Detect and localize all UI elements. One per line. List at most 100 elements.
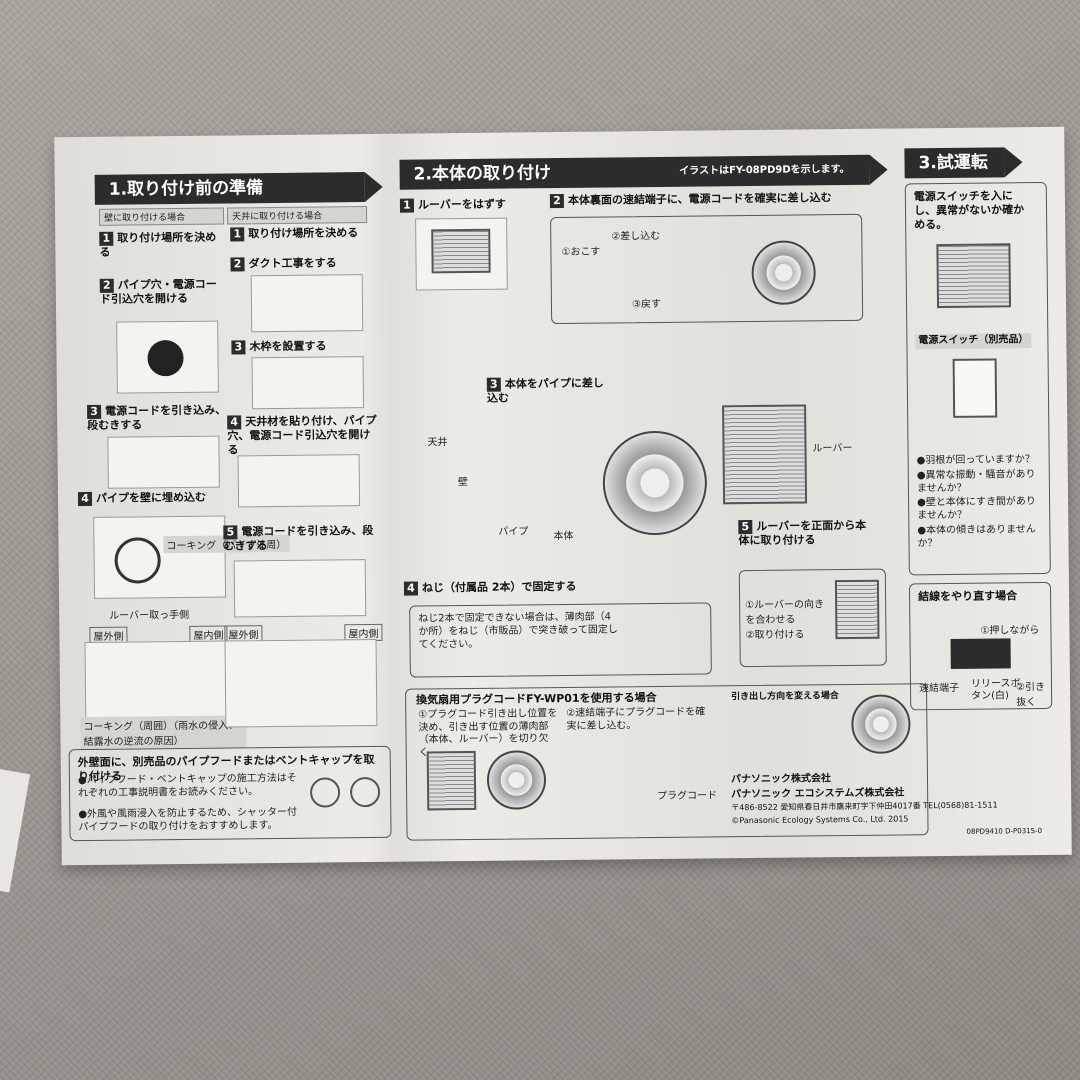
terminal-label: 速結端子 [918, 682, 960, 695]
pipe-hole-icon [147, 339, 184, 377]
body-label: 本体 [553, 530, 574, 543]
copyright: ©Panasonic Ecology Systems Co., Ltd. 201… [731, 814, 909, 826]
fan-back-icon [751, 240, 817, 306]
company-name-1: パナソニック株式会社 [730, 773, 832, 786]
plug-louver-icon [426, 750, 477, 811]
external-note-1: ●パイプフード・ベントキャップの施工方法はそれぞれの工事説明書をお読みください。 [77, 772, 297, 800]
m2-note-1: ①おこす [561, 246, 601, 259]
external-wall-box: 外壁面に、別売品のパイプフードまたはベントキャップを取り付ける ●パイプフード・… [68, 745, 392, 842]
ceiling-section-illustration [224, 638, 378, 728]
plug-cord-label: プラグコード [657, 790, 718, 803]
switch-label: 電源スイッチ（別売品） [915, 333, 1032, 349]
main-step-5-text: ルーバーを正面から本体に取り付ける [738, 518, 867, 548]
document-code: 08PD9410 D-P0315-0 [966, 827, 1043, 836]
plug-section-title: 換気扇用プラグコードFY-WP01を使用する場合 [416, 691, 657, 707]
company-address: 〒486-8522 愛知県春日井市鷹来町字下仲田4017番 TEL(0568)8… [731, 800, 998, 813]
check-3: ●壁と本体にすき間がありませんか？ [917, 496, 1036, 522]
louver-icon [431, 228, 491, 274]
cable-strip-illustration [107, 435, 220, 489]
wall-hole-illustration [116, 320, 219, 394]
plug-step-2: ②速結端子にプラグコードを確実に差し込む。 [566, 706, 706, 732]
louver-remove-illustration [415, 217, 508, 291]
vent-cap-icon [309, 777, 341, 808]
pipe-hood-icon [349, 776, 381, 808]
rewire-step-2: ②引き抜く [1015, 681, 1046, 709]
external-note-2: ●外風や風雨浸入を防止するため、シャッター付パイプフードの取り付けをおすすめしま… [78, 806, 298, 834]
release-button-label: リリースボタン(白) [970, 678, 1021, 702]
check-2: ●異常な振動・騒音がありませんか？ [916, 469, 1036, 495]
check-4: ●本体の傾きはありませんか？ [917, 524, 1036, 550]
louver-front-icon [722, 404, 808, 505]
col-wall-header: 壁に取り付ける場合 [98, 207, 225, 226]
plug-fan-icon [486, 750, 547, 810]
ceiling-step-4-text: 天井材を貼り付け、パイプ穴、電源コード引込穴を開ける [227, 413, 377, 457]
louver-handle-label: ルーバー取っ手側 [109, 609, 190, 622]
company-name-2: パナソニック エコシステムズ株式会社 [731, 787, 905, 801]
ceiling-step-2-text: ダクト工事をする [248, 256, 337, 271]
check-1: ●羽根が回っていますか？ [916, 454, 1035, 467]
header-step1: 1.取り付け前の準備 [94, 171, 383, 205]
switch-icon [952, 358, 998, 418]
screw-note-box: ねじ2本で固定できない場合は、薄肉部（4か所）をねじ（市販品）で突き破って固定し… [409, 602, 712, 678]
rewire-title: 結線をやり直す場合 [918, 589, 1018, 604]
ceiling-label: 天井 [427, 437, 448, 449]
m4-note: ねじ2本で固定できない場合は、薄肉部（4か所）をねじ（市販品）で突き破って固定し… [418, 611, 618, 651]
main-step-4-text: ねじ（付属品 2本）で固定する [421, 579, 577, 595]
ceiling-step-5-text: 電源コードを引き込み、段むきする [223, 523, 374, 553]
test-run-box: 電源スイッチを入にし、異常がないか確かめる。 電源スイッチ（別売品） ●羽根が回… [904, 181, 1051, 576]
louver-attach-box: ①ルーバーの向きを合わせる ②取り付ける [738, 568, 887, 668]
louver-attach-icon [834, 579, 880, 640]
rewire-step-1: ①押しながら [980, 625, 1040, 637]
pull-fan-icon [851, 694, 911, 754]
m2-note-2: ②差し込む [611, 230, 661, 243]
test-louver-icon [936, 243, 1012, 309]
terminal-box: ①おこす ②差し込む ③戻す [550, 213, 864, 325]
ceiling-step-3-text: 木枠を設置する [249, 339, 327, 354]
louver-label: ルーバー [812, 442, 853, 455]
pipe-embed-illustration [93, 515, 227, 599]
header-step2-note: イラストはFY-08PD9Dを示します。 [679, 163, 850, 177]
header-step2-text: 2.本体の取り付け [413, 163, 552, 185]
instruction-sheet: 1.取り付け前の準備 2.本体の取り付け イラストはFY-08PD9Dを示します… [54, 126, 1072, 866]
wall-step-4-text: パイプを壁に埋め込む [95, 490, 207, 505]
ceiling-cable-illustration [233, 559, 367, 618]
rewire-box: 結線をやり直す場合 ①押しながら 速結端子 リリースボタン(白) ②引き抜く [908, 581, 1053, 711]
ceiling-hole-illustration [237, 454, 361, 508]
m5-note-2: ②取り付ける [745, 629, 805, 642]
nonrecommend-label: コーキング（周囲）（雨水の侵入、結露水の逆流の原因） [80, 715, 247, 750]
wall-step-2-text: パイプ穴・電源コード引込穴を開ける [99, 277, 217, 306]
pull-direction-title: 引き出し方向を変える場合 [731, 691, 839, 703]
wall-label: 壁 [457, 476, 468, 489]
wall-step-3-text: 電源コードを引き込み、段むきする [87, 403, 227, 432]
ceiling-step-1-text: 取り付け場所を決める [248, 226, 359, 241]
main-step-1-text: ルーバーをはずす [417, 197, 506, 212]
header-step1-text: 1.取り付け前の準備 [108, 178, 264, 200]
test-run-intro: 電源スイッチを入にし、異常がないか確かめる。 [913, 189, 1025, 231]
duct-illustration [250, 274, 364, 333]
m2-note-3: ③戻す [631, 298, 662, 311]
header-step2: 2.本体の取り付け イラストはFY-08PD9Dを示します。 [399, 154, 888, 190]
frame-illustration [251, 356, 365, 410]
col-ceiling-header: 天井に取り付ける場合 [226, 206, 368, 225]
m5-note-1: ①ルーバーの向きを合わせる [745, 599, 825, 627]
header-step3: 3.試運転 [904, 147, 1023, 179]
wall-section-illustration [84, 640, 228, 720]
terminal-block-icon [950, 638, 1011, 669]
main-step-2-text: 本体裏面の速結端子に、電源コードを確実に差し込む [567, 191, 832, 207]
main-step-3-text: 本体をパイプに差し込む [486, 376, 604, 405]
pipe-ring-icon [114, 537, 161, 584]
